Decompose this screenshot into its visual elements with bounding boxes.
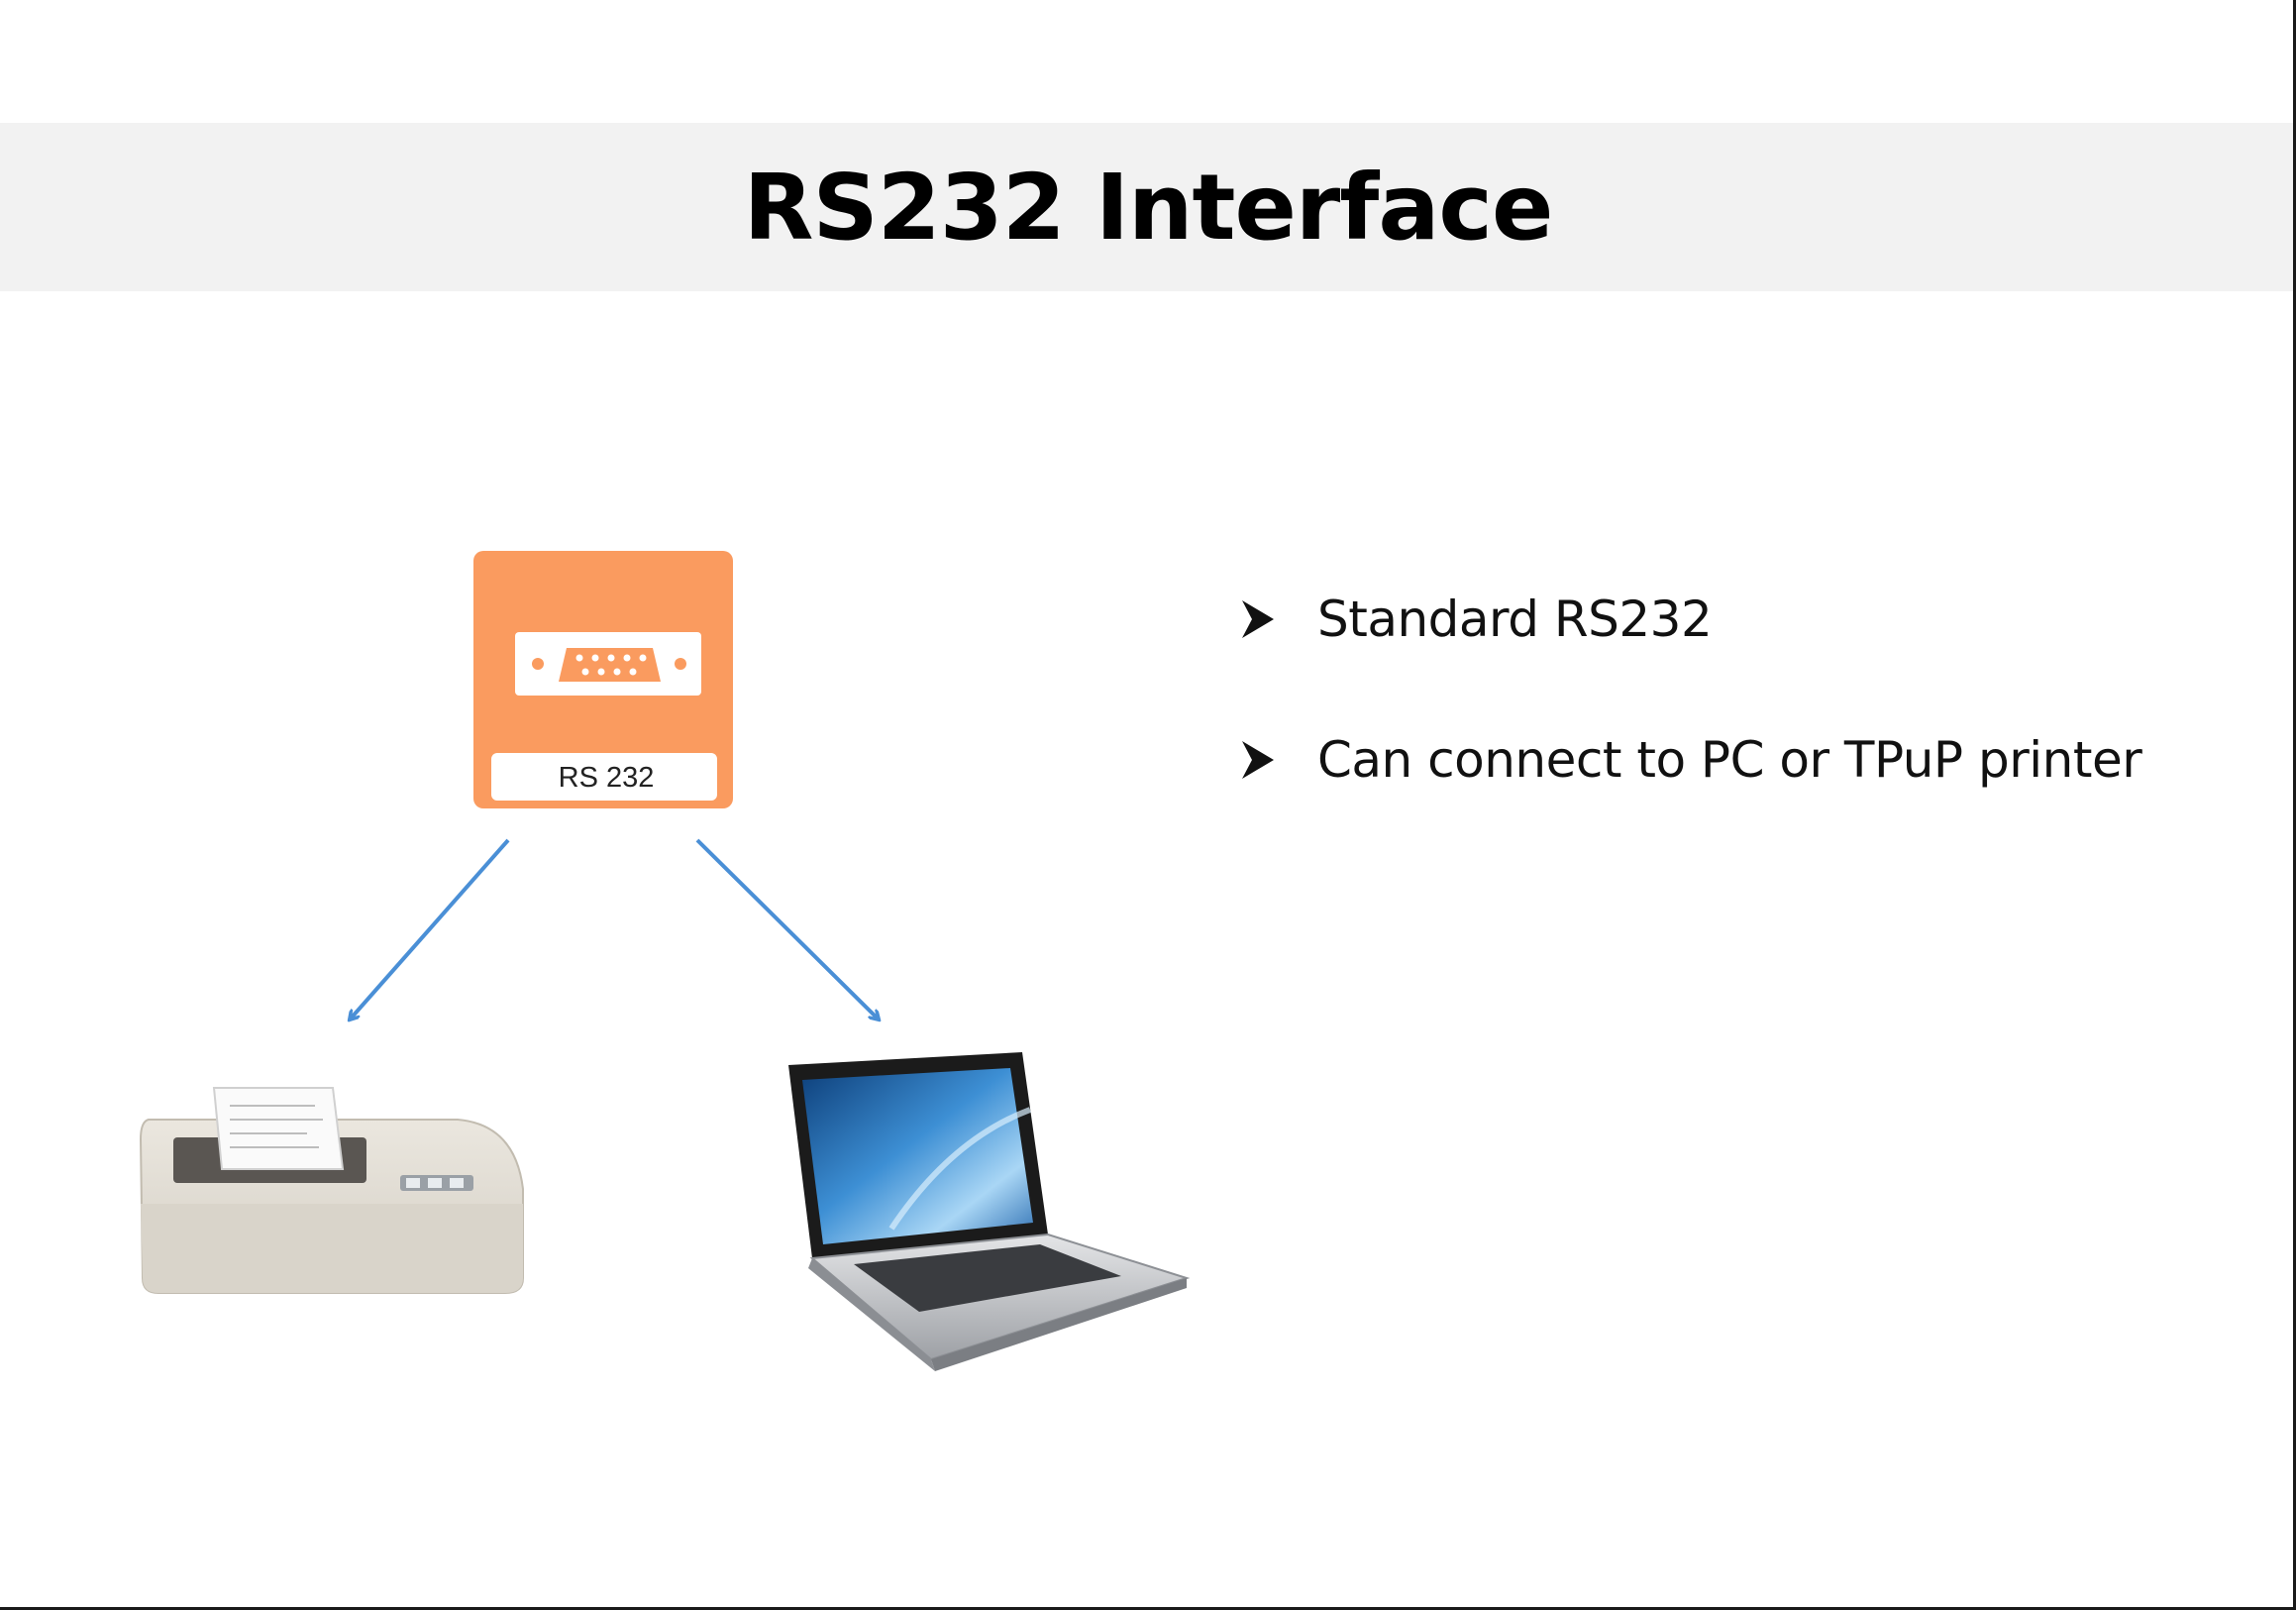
bullet-list: Standard RS232 Can connect to PC or TPuP… (1238, 585, 2229, 866)
arrow-to-laptop (695, 838, 878, 1019)
slide-title: RS232 Interface (743, 154, 1554, 261)
rs232-node-label: RS 232 (559, 762, 655, 794)
laptop-icon (788, 1052, 1191, 1371)
frame-edge-right (2293, 0, 2296, 1610)
title-band: RS232 Interface (0, 123, 2296, 291)
bullet-text: Standard RS232 (1317, 590, 1713, 648)
frame-edge-bottom (0, 1607, 2296, 1610)
thermal-printer-icon (139, 1087, 524, 1294)
rs232-port-node: RS 232 (473, 551, 733, 808)
arrow-to-printer (351, 838, 510, 1019)
list-item: Standard RS232 (1238, 585, 2229, 654)
arrow-bullet-icon (1242, 600, 1274, 638)
serial-port-icon (532, 648, 686, 682)
arrow-bullet-icon (1242, 741, 1274, 779)
bullet-text: Can connect to PC or TPuP printer (1317, 731, 2142, 789)
list-item: Can connect to PC or TPuP printer (1238, 725, 2229, 795)
